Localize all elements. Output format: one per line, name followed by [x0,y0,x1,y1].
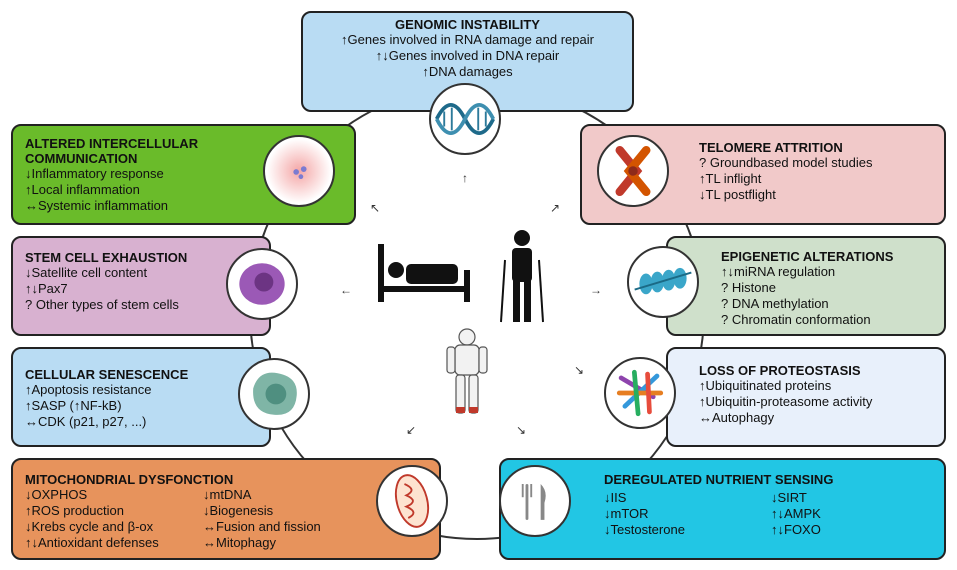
stem-cell-line: ↑↓Pax7 [25,281,68,296]
genomic-line: ↑Genes involved in RNA damage and repair [341,32,594,47]
arrow-down-left-inner: ↙ [406,423,417,437]
epigenetic-title: EPIGENETIC ALTERATIONS [721,249,894,264]
stem-cell-title: STEM CELL EXHAUSTION [25,250,188,265]
chromatin-icon [627,246,699,318]
fork-knife-icon [499,465,571,537]
arrow-up-left: ↖ [370,201,381,215]
inflammation-cell-icon [263,135,335,207]
telomere-line: ↑TL inflight [699,171,762,186]
bed-rest-icon [378,240,470,304]
mito-line: ↑↓Antioxidant defenses [25,535,159,550]
mito-line: ↔Mitophagy [203,535,276,550]
senescence-line: ↑Apoptosis resistance [25,382,152,397]
intercellular-line: ↓Inflammatory response [25,166,164,181]
arrow-right: → [590,283,602,297]
nutrient-col-1: ↓IIS ↓mTOR ↓Testosterone [604,490,685,538]
mito-title: MITOCHONDRIAL DYSFONCTION [25,472,234,487]
astronaut-icon [445,327,489,417]
epigenetic-line: ? Chromatin conformation [721,312,871,327]
epigenetic-line: ? DNA methylation [721,296,829,311]
proteostasis-line: ↑Ubiquitin-proteasome activity [699,394,873,409]
nutrient-line: ↓IIS [604,490,627,505]
genomic-line: ↑↓Genes involved in DNA repair [375,48,560,63]
nutrient-title: DEREGULATED NUTRIENT SENSING [604,472,834,487]
telomere-line: ↓TL postflight [699,187,776,202]
mito-col-2: ↓mtDNA ↓Biogenesis ↔Fusion and fission ↔… [203,487,321,551]
protein-icon [604,357,676,429]
mito-line: ↓OXPHOS [25,487,88,502]
telomere-title: TELOMERE ATTRITION [699,140,843,155]
loss-of-proteostasis-box: LOSS OF PROTEOSTASIS ↑Ubiquitinated prot… [666,347,946,447]
proteostasis-line: ↑Ubiquitinated proteins [699,378,832,393]
mitochondrion-icon [376,465,448,537]
nutrient-line: ↑↓AMPK [771,506,821,521]
nutrient-line: ↓SIRT [771,490,807,505]
epigenetic-alterations-box: EPIGENETIC ALTERATIONS ↑↓miRNA regulatio… [666,236,946,336]
stem-cell-icon [226,248,298,320]
stem-cell-line: ? Other types of stem cells [25,297,179,312]
proteostasis-title: LOSS OF PROTEOSTASIS [699,363,861,378]
mito-line: ↓mtDNA [203,487,252,502]
mito-col-1: ↓OXPHOS ↑ROS production ↓Krebs cycle and… [25,487,159,551]
senescence-line: ↑SASP (↑NF-kB) [25,398,122,413]
epigenetic-line: ↑↓miRNA regulation [721,264,836,279]
arrow-left: ← [340,283,352,297]
genomic-line: ↑DNA damages [422,64,513,79]
cellular-senescence-box: CELLULAR SENESCENCE ↑Apoptosis resistanc… [11,347,271,447]
genomic-instability-title: GENOMIC INSTABILITY [395,17,540,32]
dna-icon [429,83,501,155]
mitochondrial-dysfunction-box: MITOCHONDRIAL DYSFONCTION ↓OXPHOS ↑ROS p… [11,458,441,560]
nutrient-line: ↓Testosterone [604,522,685,537]
senescence-title: CELLULAR SENESCENCE [25,367,189,382]
stem-cell-line: ↓Satellite cell content [25,265,148,280]
arrow-up-right: ↗ [550,201,561,215]
intercellular-line: ↔Systemic inflammation [25,198,169,213]
mito-line: ↔Fusion and fission [203,519,321,534]
mito-line: ↑ROS production [25,503,124,518]
person-with-crutches-icon [497,228,547,324]
senescence-line: ↔CDK (p21, p27, ...) [25,414,147,429]
arrow-down-right-inner: ↘ [516,423,527,437]
nutrient-sensing-box: DEREGULATED NUTRIENT SENSING ↓IIS ↓mTOR … [499,458,946,560]
intercellular-title: ALTERED INTERCELLULAR COMMUNICATION [25,136,199,166]
nutrient-line: ↓mTOR [604,506,649,521]
arrow-down-right: ↘ [574,363,585,377]
chromosome-icon [597,135,669,207]
epigenetic-line: ? Histone [721,280,776,295]
senescent-cell-icon [238,358,310,430]
mito-line: ↓Krebs cycle and β-ox [25,519,154,534]
telomere-line: ? Groundbased model studies [699,155,873,170]
proteostasis-line: ↔Autophagy [699,410,775,425]
nutrient-col-2: ↓SIRT ↑↓AMPK ↑↓FOXO [771,490,821,538]
arrow-up: ↑ [462,171,468,185]
nutrient-line: ↑↓FOXO [771,522,821,537]
mito-line: ↓Biogenesis [203,503,274,518]
intercellular-line: ↑Local inflammation [25,182,140,197]
